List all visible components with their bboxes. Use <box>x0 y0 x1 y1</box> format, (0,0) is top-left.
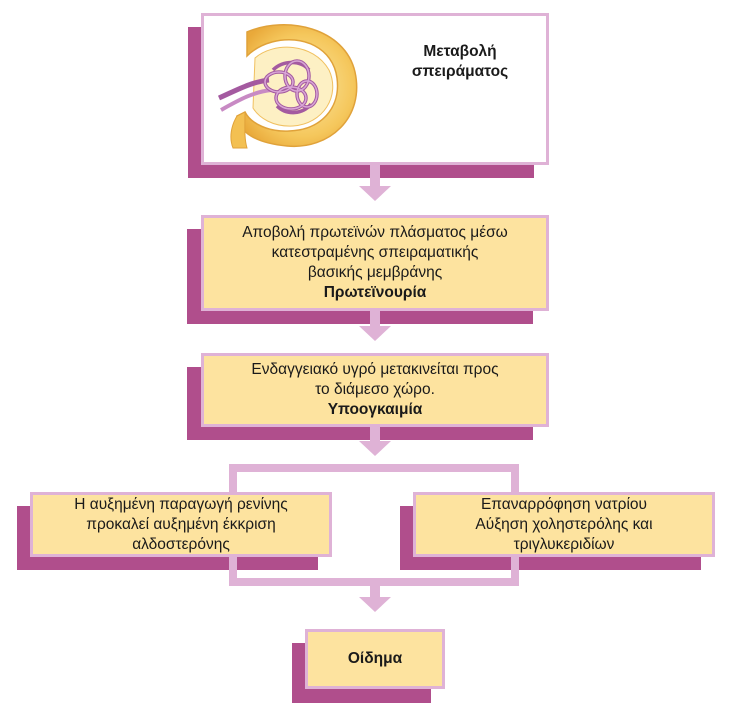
right-box-line-1: Επαναρρόφηση νατρίου <box>480 495 648 513</box>
left-box: Η αυξημένη παραγωγή ρενίνης προκαλεί αυξ… <box>30 492 332 557</box>
split-left-drop <box>229 464 237 494</box>
left-box-line-3: αλδοστερόνης <box>132 535 230 553</box>
top-box-line-2: σπειράματος <box>411 63 509 80</box>
split-line <box>229 464 519 472</box>
box2-bold: Πρωτεϊνουρία <box>323 284 427 301</box>
arrow-3 <box>359 441 391 456</box>
final-box-bold: Οίδημα <box>347 650 403 667</box>
arrow-4 <box>359 597 391 612</box>
connector-1 <box>370 165 380 187</box>
split-right-drop <box>511 464 519 494</box>
box2-line-3: βασικής μεμβράνης <box>307 264 443 281</box>
left-box-line-2: προκαλεί αυξημένη έκκριση <box>86 515 276 533</box>
right-box-line-2: Αύξηση χοληστερόλης και <box>475 515 653 533</box>
arrow-1 <box>359 186 391 201</box>
box3-line-1: Ενδαγγειακό υγρό μετακινείται προς <box>251 361 499 378</box>
box2-line-1: Αποβολή πρωτεϊνών πλάσματος μέσω <box>242 224 508 241</box>
merge-right-rise <box>511 557 519 585</box>
arrow-2 <box>359 326 391 341</box>
final-box: Οίδημα <box>305 629 445 689</box>
top-box-line-1: Μεταβολή <box>423 43 497 60</box>
right-box-line-3: τριγλυκεριδίων <box>513 535 615 553</box>
top-box-title: Μεταβολή σπειράματος <box>395 42 525 82</box>
box3: Ενδαγγειακό υγρό μετακινείται προς το δι… <box>201 353 549 427</box>
connector-2 <box>370 311 380 327</box>
connector-4 <box>370 586 380 598</box>
glomerulus-illustration <box>217 24 358 149</box>
connector-3 <box>370 427 380 443</box>
box2: Αποβολή πρωτεϊνών πλάσματος μέσω κατεστρ… <box>201 215 549 311</box>
left-box-line-1: Η αυξημένη παραγωγή ρενίνης <box>74 495 288 513</box>
box3-line-2: το διάμεσο χώρο. <box>315 381 435 398</box>
merge-line <box>229 578 519 586</box>
box2-line-2: κατεστραμένης σπειραματικής <box>271 244 479 261</box>
merge-left-rise <box>229 557 237 585</box>
right-box: Επαναρρόφηση νατρίου Αύξηση χοληστερόλης… <box>413 492 715 557</box>
box3-bold: Υποογκαιμία <box>327 401 423 418</box>
